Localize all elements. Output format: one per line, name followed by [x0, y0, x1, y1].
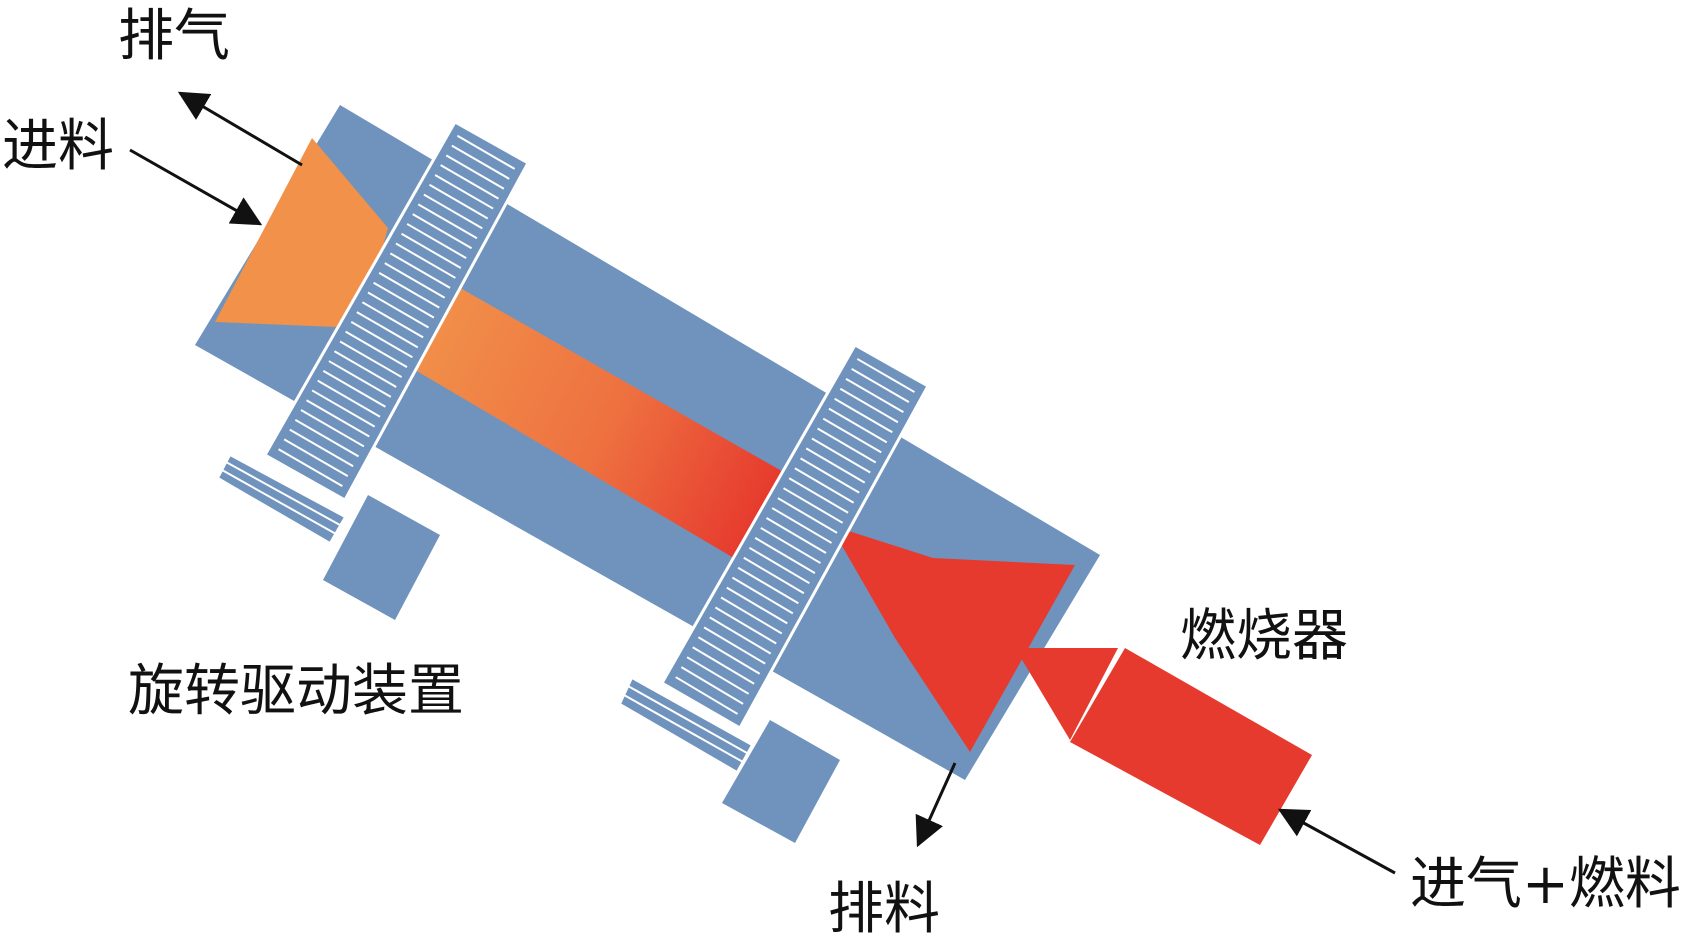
ring-hatch-line — [783, 487, 844, 524]
ring-hatch-line — [428, 183, 489, 220]
ring-hatch-line — [720, 596, 783, 635]
ring-hatch-line — [731, 576, 794, 615]
ring-hatch-line — [406, 223, 467, 259]
ring-hatch-line — [434, 174, 494, 210]
ring-hatch-line — [703, 626, 766, 665]
ring-hatch-line — [328, 360, 392, 398]
ring-hatch-line — [294, 418, 360, 458]
drive-gear-right — [618, 676, 754, 774]
ring-hatch-line — [395, 242, 456, 279]
ring-hatch-line — [811, 437, 871, 474]
ring-hatch-line — [289, 428, 354, 468]
air-fuel-arrow — [1277, 808, 1396, 875]
ring-hatch-line — [417, 203, 478, 240]
girth-ring-right — [659, 342, 931, 731]
burner-body — [1070, 648, 1312, 845]
ring-hatch-line — [834, 397, 893, 434]
drive-gear-left — [216, 453, 347, 545]
ring-hatch-line — [317, 379, 381, 418]
ring-hatch-line — [306, 399, 370, 438]
ring-hatch-line — [845, 377, 904, 414]
air-fuel-label: 进气+燃料 — [1410, 852, 1681, 917]
ring-hatch-line — [794, 467, 855, 504]
girth-ring-left — [262, 119, 531, 503]
ring-hatch-line — [760, 527, 821, 564]
ring-hatch-line — [361, 301, 424, 339]
ring-hatch-line — [311, 389, 376, 428]
ring-hatch-line — [856, 358, 915, 393]
discharge-arrow — [915, 762, 957, 848]
ring-hatch-line — [754, 537, 816, 574]
drive-label: 旋转驱动装置 — [128, 659, 464, 724]
ring-hatch-line — [350, 321, 413, 359]
ring-hatch-line — [805, 447, 866, 484]
ring-hatch-line — [851, 368, 910, 403]
ring-hatch-line — [765, 517, 827, 554]
ring-hatch-line — [822, 417, 882, 454]
ring-hatch-line — [378, 272, 440, 309]
drive-motor-right — [722, 720, 840, 843]
ring-hatch-line — [389, 252, 451, 289]
ring-hatch-line — [788, 477, 849, 514]
ring-hatch-line — [800, 457, 860, 494]
ring-hatch-line — [451, 144, 510, 180]
ring-hatch-line — [345, 330, 408, 369]
feed-label: 进料 — [2, 114, 114, 179]
burner-tip — [1015, 648, 1118, 740]
ring-hatch-line — [283, 438, 349, 478]
ring-hatch-line — [412, 213, 473, 250]
ring-hatch-line — [737, 566, 799, 605]
drive-motor-left — [323, 495, 440, 620]
ring-hatch-line — [445, 154, 505, 190]
ring-hatch-line — [440, 164, 499, 200]
exhaust-label: 排气 — [118, 4, 230, 69]
ring-hatch-line — [697, 636, 761, 675]
ring-hatch-line — [456, 134, 516, 170]
ring-hatch-line — [714, 606, 777, 645]
ring-hatch-line — [817, 427, 877, 464]
material-channel — [415, 285, 830, 600]
burner-label: 燃烧器 — [1180, 604, 1348, 669]
ring-hatch-line — [839, 387, 899, 424]
ring-hatch-line — [675, 676, 739, 715]
discharge-hood — [830, 525, 1075, 752]
ring-hatch-line — [278, 448, 343, 487]
ring-hatch-line — [333, 350, 397, 388]
ring-hatch-line — [777, 497, 838, 534]
ring-hatch-line — [680, 666, 744, 705]
feed-hopper — [215, 138, 388, 328]
discharge-label: 排料 — [828, 877, 940, 941]
ring-hatch-line — [356, 311, 419, 349]
ring-hatch-line — [401, 232, 462, 269]
ring-hatch-line — [373, 281, 435, 319]
ring-hatch-line — [367, 291, 430, 329]
ring-hatch-line — [828, 407, 888, 444]
ring-hatch-line — [726, 586, 788, 625]
ring-hatch-line — [748, 546, 810, 585]
ring-hatch-line — [322, 369, 386, 408]
ring-hatch-line — [743, 556, 805, 595]
exhaust-arrow — [177, 91, 303, 167]
ring-hatch-line — [686, 656, 750, 695]
ring-hatch-line — [771, 507, 833, 544]
ring-hatch-line — [692, 646, 755, 685]
ring-hatch-line — [423, 193, 483, 230]
ring-hatch-line — [709, 616, 772, 655]
ring-hatch-line — [339, 340, 403, 378]
ring-hatch-line — [300, 409, 365, 448]
feed-arrow — [129, 148, 263, 226]
ring-hatch-line — [384, 262, 446, 299]
